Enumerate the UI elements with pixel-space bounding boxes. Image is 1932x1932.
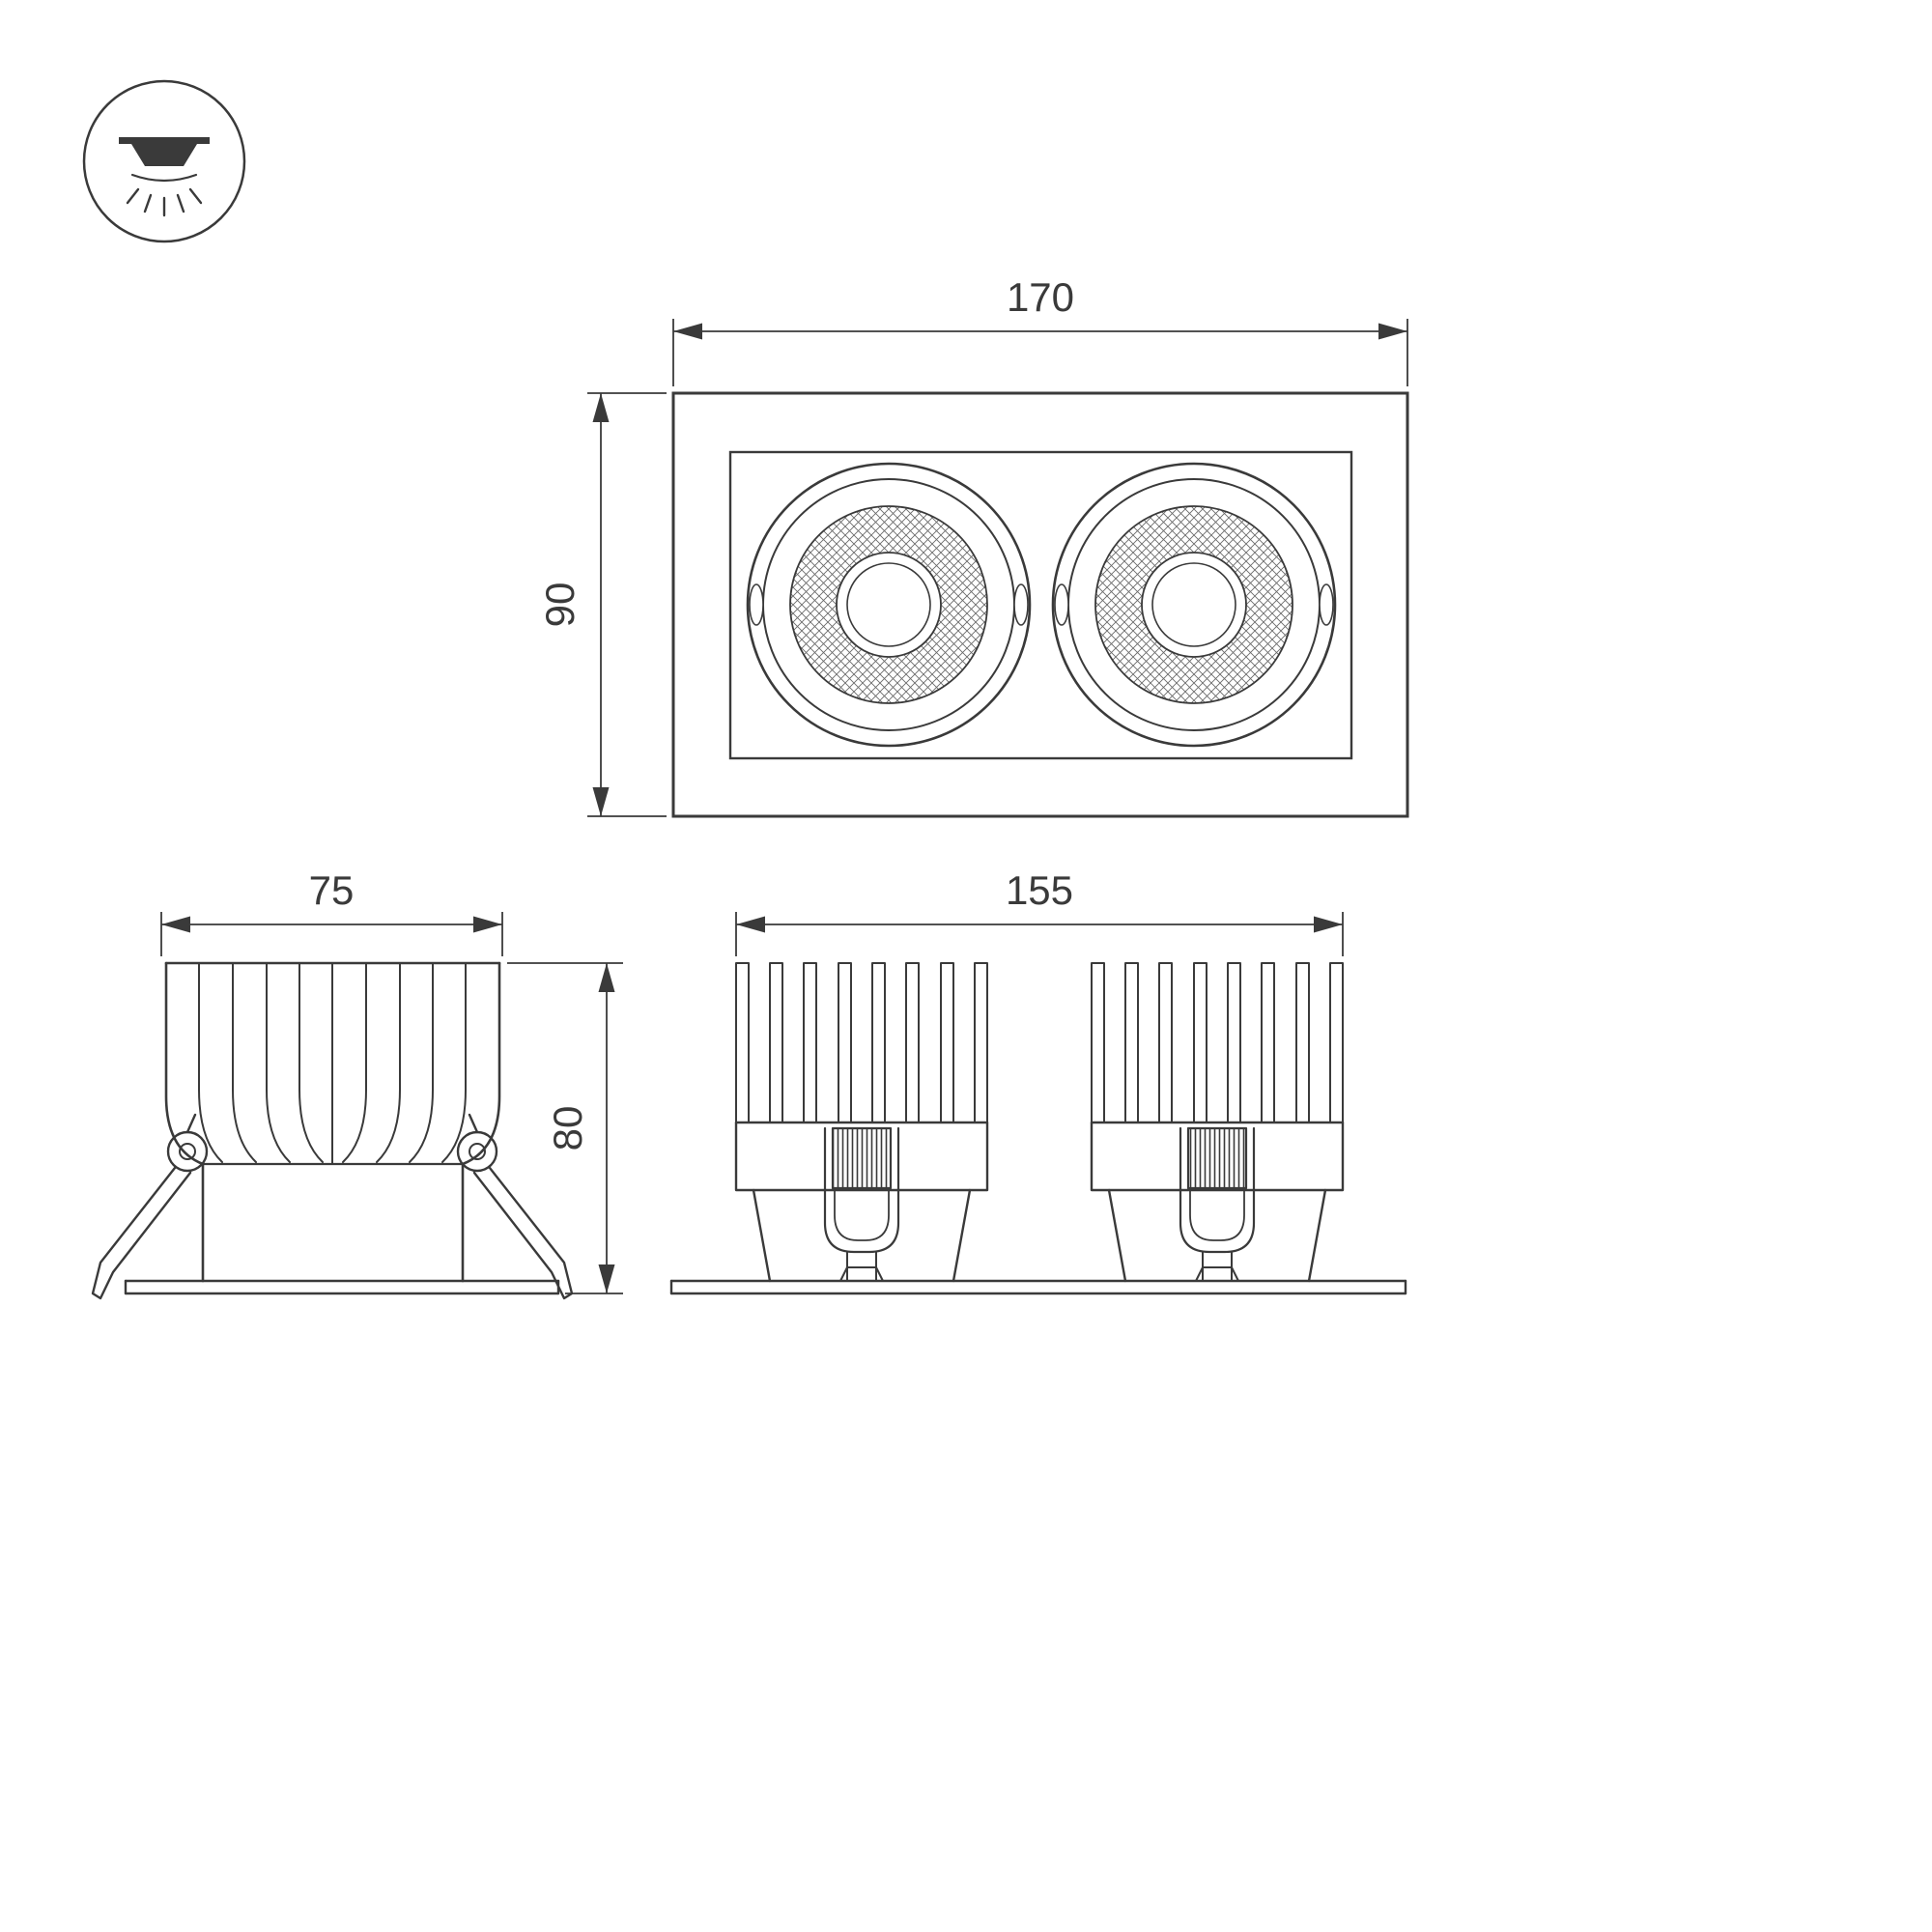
arrowhead-left xyxy=(161,916,190,933)
light-rays xyxy=(126,187,203,217)
arrowhead-left xyxy=(736,916,765,933)
left-clamp xyxy=(823,1126,900,1282)
lamp-body xyxy=(131,144,197,166)
right-base-block xyxy=(1090,1121,1345,1283)
dimension-side-width: 75 xyxy=(160,867,503,956)
heatsink-fins xyxy=(198,962,467,1165)
side-view xyxy=(91,961,574,1300)
right-heatsink-pins xyxy=(1091,962,1344,1123)
heatsink-right-edge xyxy=(461,961,501,1166)
right-lamp xyxy=(1051,462,1337,748)
ceiling-line xyxy=(119,137,210,144)
front-view xyxy=(671,391,1409,818)
dim-label-side-width: 75 xyxy=(309,867,355,913)
dual-elevation-view xyxy=(669,962,1407,1295)
dimension-front-width: 170 xyxy=(672,274,1408,386)
right-spring-clip xyxy=(456,1113,574,1300)
arrowhead-right xyxy=(1378,323,1407,340)
dim-label-front-width: 170 xyxy=(1007,274,1074,320)
left-spring-clip xyxy=(91,1113,209,1300)
arrowhead-top xyxy=(592,393,610,422)
left-lamp xyxy=(746,462,1032,748)
arrowhead-top xyxy=(598,963,615,992)
arrowhead-right xyxy=(1314,916,1343,933)
dim-label-side-height: 80 xyxy=(545,1106,590,1151)
arrowhead-left xyxy=(673,323,702,340)
dimension-dual-width: 155 xyxy=(735,867,1344,956)
dim-label-dual-width: 155 xyxy=(1006,867,1073,913)
front-outer-frame xyxy=(671,391,1409,818)
arrowhead-right xyxy=(473,916,502,933)
lamp-diffuser-arc xyxy=(130,173,198,183)
arrowhead-bottom xyxy=(598,1264,615,1293)
left-heatsink-pins xyxy=(735,962,988,1123)
dimension-side-height: 80 xyxy=(507,962,623,1294)
recessed-downlight-icon xyxy=(82,79,246,243)
dim-label-front-height: 90 xyxy=(537,582,582,628)
dimension-front-height: 90 xyxy=(537,392,667,817)
left-base-block xyxy=(734,1121,989,1283)
front-inner-frame xyxy=(728,450,1353,760)
side-flange xyxy=(124,1279,560,1295)
right-clamp xyxy=(1179,1126,1256,1282)
dual-flange xyxy=(669,1279,1407,1295)
arrowhead-bottom xyxy=(592,787,610,816)
